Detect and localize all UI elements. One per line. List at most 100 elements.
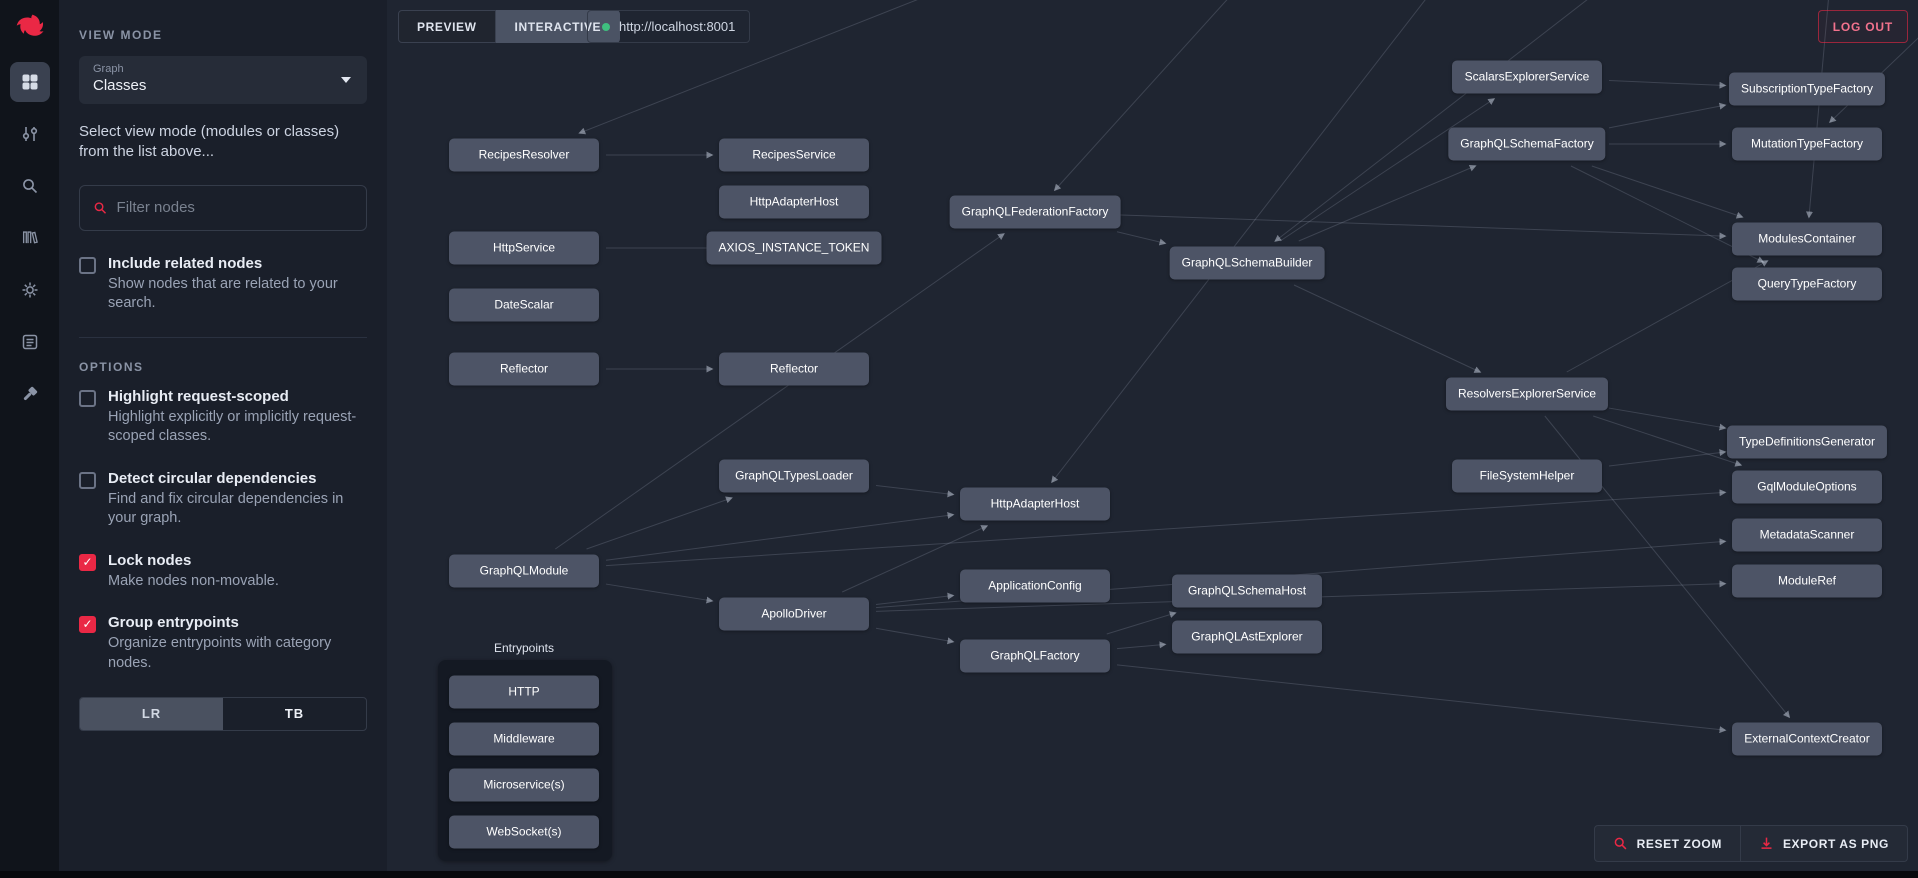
layout-lr-button[interactable]: LR (80, 698, 223, 730)
graph-node-recipesResolver[interactable]: RecipesResolver (449, 139, 599, 172)
rail-item-graph[interactable] (10, 62, 50, 102)
graph-node-gqlModuleOptions[interactable]: GqlModuleOptions (1732, 471, 1882, 504)
graph-node-middleware[interactable]: Middleware (449, 723, 599, 756)
library-icon (21, 229, 39, 247)
graph-node-fedFactory[interactable]: GraphQLFederationFactory (950, 196, 1121, 229)
rail-item-pipes[interactable] (10, 114, 50, 154)
select-value: Classes (93, 77, 353, 94)
graph-view-icon (21, 73, 39, 91)
graph-node-schemaBuilder[interactable]: GraphQLSchemaBuilder (1170, 247, 1325, 280)
graph-node-http[interactable]: HTTP (449, 676, 599, 709)
graph-node-httpAdapterHost1[interactable]: HttpAdapterHost (719, 186, 869, 219)
option-title: Detect circular dependencies (108, 470, 367, 487)
chevron-down-icon (341, 77, 351, 83)
option-row[interactable]: Highlight request-scopedHighlight explic… (79, 388, 367, 447)
options-list: Highlight request-scopedHighlight explic… (79, 388, 367, 674)
graph-node-moduleRef[interactable]: ModuleRef (1732, 565, 1882, 598)
search-icon (93, 200, 108, 216)
graph-node-extContextCreator[interactable]: ExternalContextCreator (1732, 723, 1882, 756)
graph-node-recipesService[interactable]: RecipesService (719, 139, 869, 172)
export-png-button[interactable]: EXPORT AS PNG (1740, 826, 1907, 861)
graph-node-dateScalar[interactable]: DateScalar (449, 289, 599, 322)
graph-node-schemaFactory[interactable]: GraphQLSchemaFactory (1448, 128, 1605, 161)
export-png-label: EXPORT AS PNG (1783, 837, 1889, 851)
graph-node-typeDefsGen[interactable]: TypeDefinitionsGenerator (1727, 426, 1887, 459)
layout-tb-button[interactable]: TB (223, 698, 366, 730)
graph-node-websockets[interactable]: WebSocket(s) (449, 816, 599, 849)
graph-node-schemaHost[interactable]: GraphQLSchemaHost (1172, 575, 1322, 608)
options-heading: OPTIONS (79, 360, 367, 374)
nest-logo-icon (15, 13, 45, 43)
tab-preview[interactable]: PREVIEW (398, 10, 496, 43)
graph-node-resolversExplorer[interactable]: ResolversExplorerService (1446, 378, 1608, 411)
status-dot-icon (602, 23, 610, 31)
graph-node-scalarsExplorer[interactable]: ScalarsExplorerService (1452, 61, 1602, 94)
include-related-row[interactable]: Include related nodes Show nodes that ar… (79, 255, 367, 314)
entrypoints-group-label: Entrypoints (494, 641, 554, 655)
select-label: Graph (93, 63, 353, 75)
option-title: Highlight request-scoped (108, 388, 367, 405)
graph-node-astExplorer[interactable]: GraphQLAstExplorer (1172, 621, 1322, 654)
sliders-icon (21, 125, 39, 143)
gear-icon (21, 281, 39, 299)
rail-item-registry[interactable] (10, 218, 50, 258)
graph-node-queryTypeFactory[interactable]: QueryTypeFactory (1732, 268, 1882, 301)
nest-logo (10, 8, 50, 48)
include-related-title: Include related nodes (108, 255, 367, 272)
graph-node-reflector2[interactable]: Reflector (719, 353, 869, 386)
option-checkbox[interactable] (79, 472, 96, 489)
bottom-edge-strip (0, 871, 1918, 878)
graph-canvas[interactable]: Entrypoints RecipesResolver RecipesServic… (387, 0, 1918, 878)
graph-node-microservices[interactable]: Microservice(s) (449, 769, 599, 802)
option-title: Lock nodes (108, 552, 279, 569)
option-row[interactable]: Detect circular dependenciesFind and fix… (79, 470, 367, 529)
graph-node-httpAdapterHost2[interactable]: HttpAdapterHost (960, 488, 1110, 521)
include-related-desc: Show nodes that are related to your sear… (108, 275, 367, 314)
rail-item-inspect[interactable] (10, 166, 50, 206)
option-desc: Highlight explicitly or implicitly reque… (108, 408, 367, 447)
option-desc: Organize entrypoints with category nodes… (108, 634, 367, 673)
layout-direction-toggle: LR TB (79, 697, 367, 731)
graph-node-fsHelper[interactable]: FileSystemHelper (1452, 460, 1602, 493)
graph-node-subTypeFactory[interactable]: SubscriptionTypeFactory (1729, 73, 1885, 106)
graph-node-metadataScanner[interactable]: MetadataScanner (1732, 519, 1882, 552)
graph-node-axiosToken[interactable]: AXIOS_INSTANCE_TOKEN (707, 232, 882, 265)
option-checkbox[interactable]: ✓ (79, 554, 96, 571)
graph-node-apolloDriver[interactable]: ApolloDriver (719, 598, 869, 631)
graph-edges (387, 0, 1918, 878)
icon-rail (0, 0, 59, 878)
include-related-checkbox[interactable] (79, 257, 96, 274)
logout-button[interactable]: LOG OUT (1818, 10, 1908, 43)
settings-sidebar: VIEW MODE Graph Classes Select view mode… (59, 0, 387, 878)
sidebar-divider (79, 337, 367, 338)
view-mode-select[interactable]: Graph Classes (79, 56, 367, 104)
graph-node-gqlModule[interactable]: GraphQLModule (449, 555, 599, 588)
filter-search-box[interactable] (79, 185, 367, 231)
graph-node-modulesContainer[interactable]: ModulesContainer (1732, 223, 1882, 256)
gavel-icon (21, 385, 39, 403)
graph-node-appConfig[interactable]: ApplicationConfig (960, 570, 1110, 603)
view-mode-hint: Select view mode (modules or classes) fr… (79, 122, 367, 163)
option-desc: Make nodes non-movable. (108, 572, 279, 592)
option-desc: Find and fix circular dependencies in yo… (108, 490, 367, 529)
graph-node-typesLoader[interactable]: GraphQLTypesLoader (719, 460, 869, 493)
option-checkbox[interactable]: ✓ (79, 616, 96, 633)
graph-node-reflector1[interactable]: Reflector (449, 353, 599, 386)
reset-zoom-button[interactable]: RESET ZOOM (1595, 826, 1740, 861)
server-url: http://localhost:8001 (619, 19, 735, 34)
option-row[interactable]: ✓ Lock nodesMake nodes non-movable. (79, 552, 367, 592)
option-title: Group entrypoints (108, 614, 367, 631)
option-checkbox[interactable] (79, 390, 96, 407)
option-row[interactable]: ✓ Group entrypointsOrganize entrypoints w… (79, 614, 367, 673)
view-mode-heading: VIEW MODE (79, 28, 367, 42)
search-code-icon (21, 177, 39, 195)
filter-nodes-input[interactable] (117, 199, 353, 216)
rail-item-logs[interactable] (10, 322, 50, 362)
rail-item-settings[interactable] (10, 270, 50, 310)
graph-node-mutTypeFactory[interactable]: MutationTypeFactory (1732, 128, 1882, 161)
reset-zoom-label: RESET ZOOM (1637, 837, 1722, 851)
rail-item-sandbox[interactable] (10, 374, 50, 414)
graph-node-httpService[interactable]: HttpService (449, 232, 599, 265)
graph-node-gqlFactory[interactable]: GraphQLFactory (960, 640, 1110, 673)
